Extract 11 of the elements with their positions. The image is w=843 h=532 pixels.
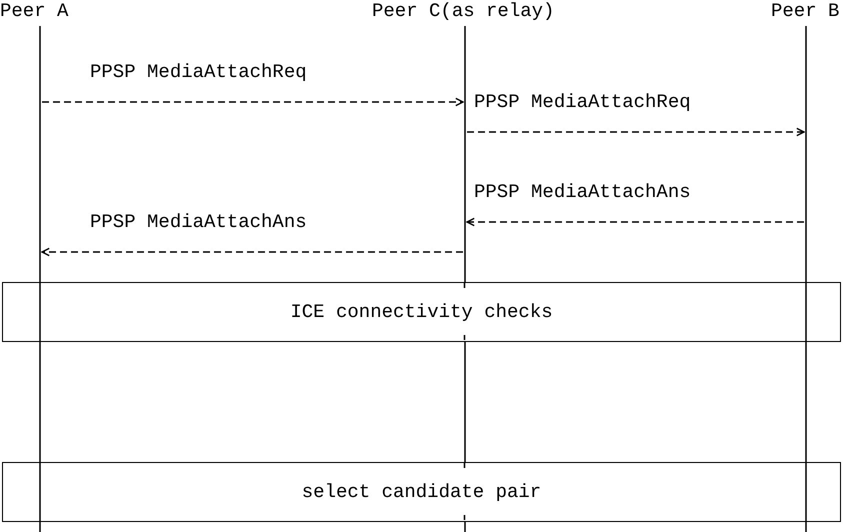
message-arrow xyxy=(42,98,464,106)
message-arrow xyxy=(41,248,463,256)
process-band xyxy=(2,462,841,522)
process-band xyxy=(2,282,841,342)
participant-label: Peer C(as relay) xyxy=(372,0,554,22)
band-label: select candidate pair xyxy=(302,481,542,503)
band-label: ICE connectivity checks xyxy=(290,301,553,323)
message-label: PPSP MediaAttachReq xyxy=(90,61,307,83)
message-label: PPSP MediaAttachReq xyxy=(474,91,691,113)
message-arrow xyxy=(466,218,804,226)
message-arrow xyxy=(467,128,805,136)
